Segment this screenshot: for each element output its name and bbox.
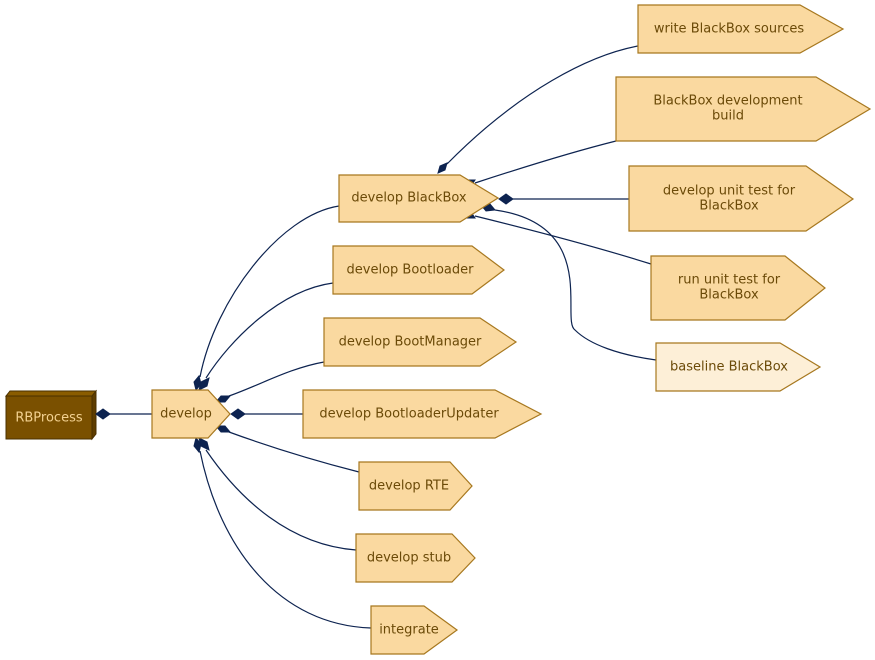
- node-develop-bootloader[interactable]: develop Bootloader: [332, 245, 505, 295]
- composition-diamond: [498, 193, 514, 205]
- baseline-blackbox-shape: [655, 342, 822, 392]
- composition-diamond: [193, 374, 202, 392]
- baseline-blackbox-label: baseline BlackBox: [670, 360, 788, 375]
- develop-bootloaderupdater-shape: [302, 389, 543, 439]
- rbprocess-label: RBProcess: [15, 411, 82, 426]
- blackbox-development-build-shape: [615, 76, 872, 142]
- develop-unit-test-label-2: BlackBox: [699, 199, 759, 214]
- node-develop[interactable]: develop: [151, 389, 231, 439]
- develop-stub-shape: [355, 533, 476, 583]
- develop-bootmanager-shape: [323, 317, 518, 367]
- write-blackbox-sources-shape: [637, 4, 845, 54]
- node-blackbox-development-build[interactable]: BlackBox development build: [615, 76, 872, 142]
- develop-stub-label: develop stub: [367, 551, 451, 566]
- composition-diamond: [198, 377, 210, 391]
- node-rbprocess[interactable]: RBProcess: [4, 389, 98, 441]
- node-develop-unit-test[interactable]: develop unit test for BlackBox: [628, 165, 855, 232]
- integrate-label: integrate: [379, 623, 439, 638]
- root-box-side: [91, 389, 97, 441]
- edges-develop: [193, 205, 372, 629]
- develop-bootloaderupdater-label: develop BootloaderUpdater: [319, 407, 499, 422]
- develop-shape: [151, 389, 231, 439]
- composition-diamond: [437, 162, 448, 174]
- develop-bootloader-shape: [332, 245, 505, 295]
- blackbox-development-build-label-2: build: [712, 109, 744, 124]
- node-baseline-blackbox[interactable]: baseline BlackBox: [655, 342, 822, 392]
- node-run-unit-test[interactable]: run unit test for BlackBox: [650, 255, 826, 321]
- develop-bootmanager-label: develop BootManager: [339, 335, 482, 350]
- develop-unit-test-shape: [628, 165, 855, 232]
- blackbox-development-build-label-1: BlackBox development: [653, 94, 802, 109]
- run-unit-test-shape: [650, 255, 826, 321]
- develop-blackbox-shape: [338, 174, 500, 223]
- develop-bootloader-label: develop Bootloader: [347, 263, 475, 278]
- composition-diamond: [95, 408, 111, 420]
- node-write-blackbox-sources[interactable]: write BlackBox sources: [637, 4, 845, 54]
- composition-diamond: [214, 425, 232, 433]
- root-box-top: [4, 390, 98, 397]
- develop-label: develop: [160, 407, 212, 422]
- edge-rbprocess-develop: [95, 408, 152, 420]
- node-develop-bootloaderupdater[interactable]: develop BootloaderUpdater: [302, 389, 543, 439]
- node-develop-rte[interactable]: develop RTE: [358, 461, 473, 511]
- develop-rte-shape: [358, 461, 473, 511]
- composition-diamond: [193, 436, 202, 454]
- run-unit-test-label-1: run unit test for: [678, 273, 781, 288]
- develop-unit-test-label-1: develop unit test for: [663, 184, 796, 199]
- node-develop-stub[interactable]: develop stub: [355, 533, 476, 583]
- write-blackbox-sources-label: write BlackBox sources: [654, 22, 804, 37]
- run-unit-test-label-2: BlackBox: [699, 288, 759, 303]
- develop-rte-label: develop RTE: [369, 479, 449, 494]
- node-integrate[interactable]: integrate: [370, 605, 459, 655]
- composition-diamond: [214, 395, 232, 403]
- integrate-shape: [370, 605, 459, 655]
- composition-diamond: [230, 408, 246, 420]
- root-box-front: [5, 395, 93, 440]
- develop-blackbox-label: develop BlackBox: [351, 191, 467, 206]
- node-develop-bootmanager[interactable]: develop BootManager: [323, 317, 518, 367]
- node-develop-blackbox[interactable]: develop BlackBox: [338, 174, 500, 223]
